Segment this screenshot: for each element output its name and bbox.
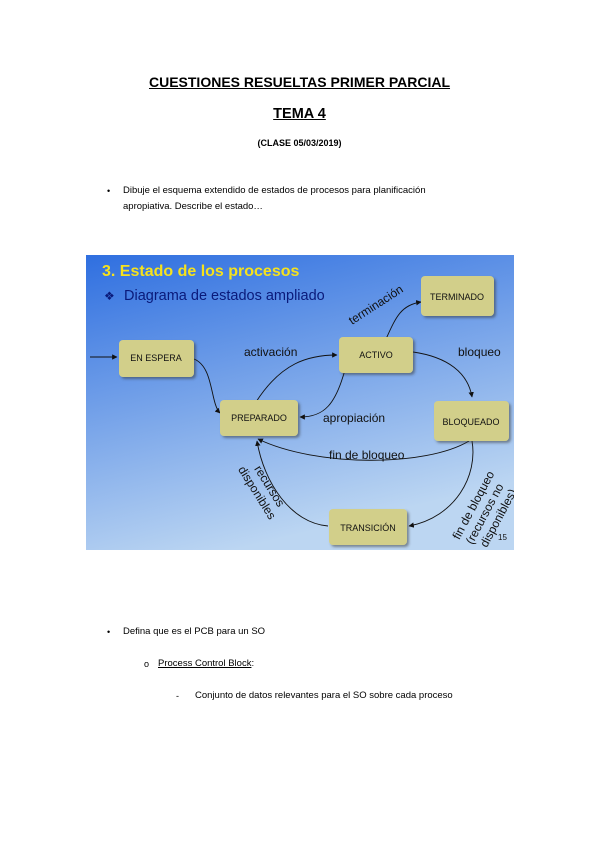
- arrow-bloqueo: [412, 351, 474, 398]
- state-activo-label: ACTIVO: [359, 350, 393, 360]
- pcb-description: Conjunto de datos relevantes para el SO …: [195, 690, 453, 701]
- question-1-line-2: apropiativa. Describe el estado…: [123, 201, 263, 212]
- state-preparado: PREPARADO: [220, 400, 298, 436]
- state-bloqueado: BLOQUEADO: [434, 401, 509, 441]
- label-bloqueo: bloqueo: [458, 345, 501, 359]
- state-terminado: TERMINADO: [421, 276, 494, 316]
- arrow-espera-preparado: [193, 358, 221, 414]
- arrow-activacion: [255, 352, 338, 403]
- process-states-diagram: 3. Estado de los procesos ❖ Diagrama de …: [86, 255, 514, 550]
- pcb-term-colon: :: [251, 658, 255, 669]
- state-bloqueado-label: BLOQUEADO: [442, 417, 499, 427]
- state-activo: ACTIVO: [339, 337, 413, 373]
- bullet-icon: •: [107, 186, 111, 196]
- arrow-apropiacion: [299, 365, 347, 420]
- state-preparado-label: PREPARADO: [231, 413, 287, 423]
- bullet-icon: •: [107, 627, 111, 637]
- question-1-line-1: Dibuje el esquema extendido de estados d…: [123, 185, 426, 196]
- pcb-description-item: - Conjunto de datos relevantes para el S…: [176, 688, 453, 704]
- arrow-terminacion: [385, 300, 422, 340]
- question-2-text: Defina que es el PCB para un SO: [123, 626, 266, 637]
- document-title: CUESTIONES RESUELTAS PRIMER PARCIAL: [148, 74, 451, 90]
- dash-bullet-icon: -: [176, 691, 179, 701]
- slide-page-number: 15: [498, 533, 507, 542]
- diagram-subtitle: Diagrama de estados ampliado: [124, 288, 325, 304]
- state-en-espera-label: EN ESPERA: [130, 353, 182, 363]
- label-apropiacion: apropiación: [323, 411, 385, 425]
- sub-bullet-icon: o: [144, 659, 150, 669]
- state-en-espera: EN ESPERA: [119, 340, 194, 377]
- label-fin-de-bloqueo: fin de bloqueo: [329, 448, 405, 462]
- diagram-title: 3. Estado de los procesos: [102, 263, 300, 280]
- pcb-definition-item: o Process Control Block:: [144, 656, 255, 672]
- arrow-recursos-disponibles: [255, 440, 329, 527]
- label-activacion: activación: [244, 345, 297, 359]
- diagram-subtitle-bullet-icon: ❖: [104, 289, 115, 303]
- state-terminado-label: TERMINADO: [430, 292, 484, 302]
- topic-heading: TEMA 4: [273, 106, 326, 122]
- arrow-bloqueado-transicion: [408, 440, 474, 528]
- arrow-fin-bloqueo: [257, 438, 470, 461]
- pcb-term: Process Control Block: [158, 658, 252, 669]
- question-1: • Dibuje el esquema extendido de estados…: [107, 183, 426, 215]
- question-2: • Defina que es el PCB para un SO: [107, 624, 266, 640]
- state-transicion-label: TRANSICIÓN: [340, 523, 396, 533]
- class-date: (CLASE 05/03/2019): [257, 138, 342, 148]
- state-transicion: TRANSICIÓN: [329, 509, 407, 545]
